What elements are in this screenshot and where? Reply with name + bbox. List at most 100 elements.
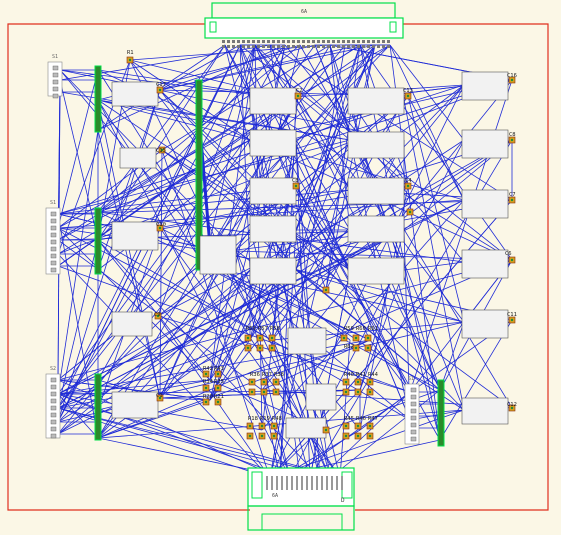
connector-pin [302,45,305,48]
header-pin [52,72,59,78]
connector-pin [327,45,330,48]
component-pads [126,56,516,440]
connector-pin [357,40,360,43]
header-pin [50,391,57,397]
label-c12: C12 [507,402,517,408]
trace [57,229,405,395]
component-body [347,87,405,115]
label-r61: R61 [368,326,378,332]
pad-hole [294,184,298,188]
connector-pin [341,476,343,490]
trace [157,84,465,317]
pad-hole [246,346,250,350]
header-pin [50,412,57,418]
pad-hole [356,434,360,438]
connector-pin [342,45,345,48]
label-c7: C7 [509,192,516,198]
connector-pin [312,40,315,43]
label-r44: R44 [368,372,379,378]
header-h1-label: S1 [52,54,58,60]
trace [261,199,465,431]
component-body [305,383,337,411]
trace [129,44,331,61]
connector-pin [352,45,355,48]
top-connector: 6A [204,2,404,48]
pad-hole [160,148,164,152]
header-pin [50,426,57,432]
pad-hole [258,346,262,350]
label-c8: C8 [509,132,516,138]
connector-pin [347,40,350,43]
trace [57,213,99,439]
connector-pin [252,45,255,48]
component-body [111,221,159,251]
trace [209,269,297,401]
label-c6: C6 [505,251,512,257]
label-r38: R38 [274,372,284,378]
connector-pin [297,40,300,43]
pad-hole [272,424,276,428]
trace [403,99,465,411]
pad-hole [158,396,162,400]
pad-hole [510,138,514,142]
pad-hole [204,400,208,404]
trace [159,44,301,91]
pad-hole [408,210,412,214]
trace [249,99,341,479]
trace [159,189,251,399]
connector-pin [282,40,285,43]
connector-pin [286,476,288,490]
pad-hole [270,336,274,340]
pad-hole [356,380,360,384]
connector-pin [301,476,303,490]
pad-hole [128,58,132,62]
label-r56: R56 [246,326,256,332]
component-body [347,257,405,285]
trace [359,229,405,391]
trace [97,44,361,213]
connector-pin [367,40,370,43]
header-pin [410,387,417,393]
trace [97,239,211,381]
pad-hole [356,424,360,428]
trace [57,393,263,431]
trace [97,129,161,399]
trace [57,44,376,267]
connector-pin [357,45,360,48]
connector-pin [267,40,270,43]
bottom-connector-pins [266,476,343,490]
connector-pin [227,45,230,48]
pad-hole [406,94,410,98]
bus-strip [195,79,203,271]
pad-hole [246,336,250,340]
connector-pin [227,40,230,43]
connector-pin [307,40,310,43]
header-pin [52,86,59,92]
pad-hole [324,428,328,432]
label-c1: C1 [156,393,163,399]
trace [57,259,513,381]
component-body [461,397,509,425]
connector-pin [242,40,245,43]
label-c13: C13 [403,88,413,94]
connector-pin [287,45,290,48]
component-body [347,215,405,243]
pad-hole [260,424,264,428]
trace [295,44,361,231]
label-c16: C16 [507,73,517,79]
component-body [111,391,159,419]
label-r19: R19 [260,416,270,422]
connector-pin [372,40,375,43]
connector-pin [377,40,380,43]
pad-hole [274,380,278,384]
pad-hole [260,434,264,438]
pad-hole [216,386,220,390]
connector-pin [222,45,225,48]
label-c9: C9 [154,312,161,318]
connector-pin [272,45,275,48]
trace [297,95,351,141]
label-r48: R48 [272,416,282,422]
connector-pin [317,45,320,48]
connector-pin [272,40,275,43]
